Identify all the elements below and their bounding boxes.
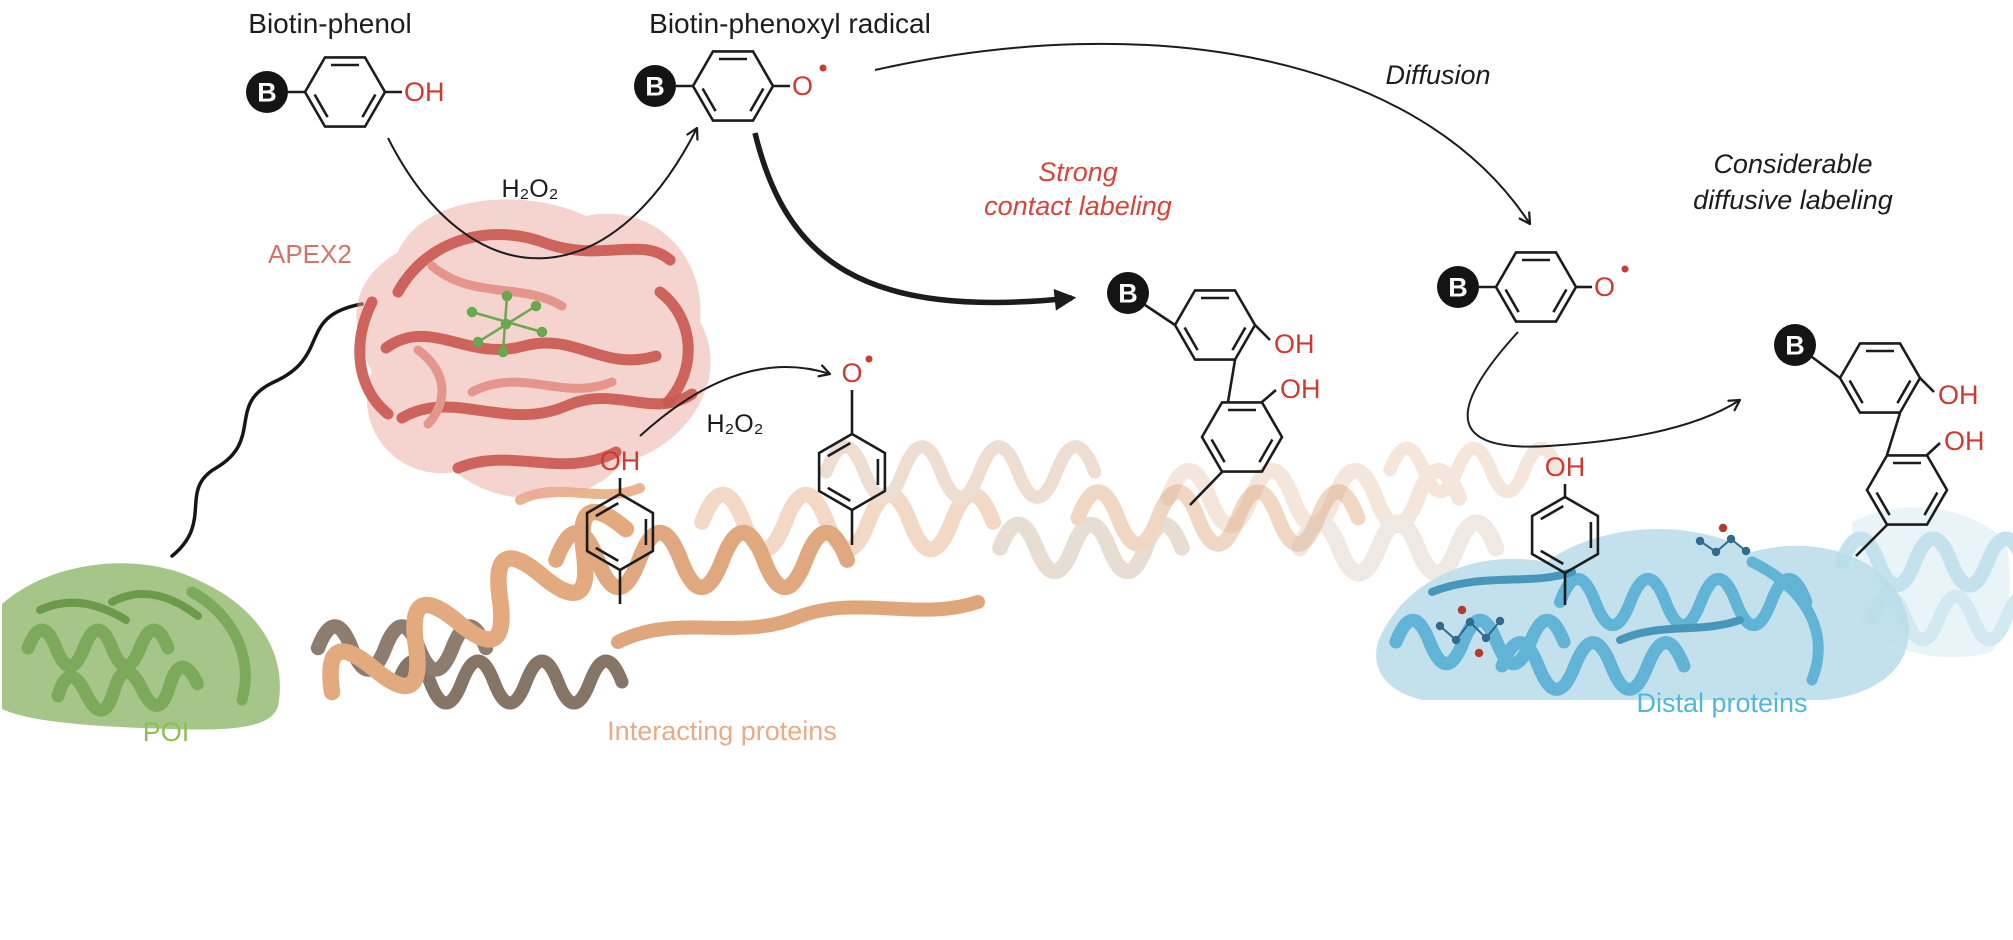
hydroxyl-label: OH bbox=[1274, 329, 1315, 359]
label-h2o2-top: H₂O₂ bbox=[502, 175, 559, 203]
helix-ribbon bbox=[611, 595, 985, 649]
bond bbox=[1919, 377, 1935, 393]
structure-tyrosine-right: OH bbox=[1530, 452, 1600, 605]
bond bbox=[1261, 389, 1277, 403]
structure-biotin-phenol: OH bbox=[246, 56, 445, 128]
label-poi: POI bbox=[143, 717, 190, 747]
hydroxyl-label: OH bbox=[404, 77, 445, 107]
helix-ribbon bbox=[413, 345, 447, 429]
benzene-ring bbox=[1200, 401, 1284, 473]
structure-distal-product: OH OH bbox=[1774, 324, 1985, 557]
benzene-ring bbox=[1173, 289, 1257, 361]
bond bbox=[1189, 471, 1223, 506]
biotin-badge bbox=[634, 65, 676, 107]
structure-tyrosyl-radical: O bbox=[817, 355, 887, 545]
bond bbox=[1144, 303, 1176, 327]
helix-ribbon bbox=[354, 296, 394, 420]
radical-dot bbox=[1621, 265, 1629, 273]
helix-ribbon bbox=[556, 533, 847, 588]
oxygen-label: O bbox=[841, 358, 862, 388]
benzene-ring bbox=[691, 50, 775, 122]
label-considerable-diffusive-line1: Considerable bbox=[1713, 149, 1872, 179]
linker-chain bbox=[170, 302, 364, 558]
radical-dot bbox=[865, 355, 873, 363]
ligand-sticks bbox=[1435, 523, 1751, 658]
helix-ribbon bbox=[1616, 616, 1744, 644]
helix-ribbon bbox=[396, 388, 698, 424]
radical-dot bbox=[819, 64, 827, 72]
label-distal-proteins: Distal proteins bbox=[1636, 688, 1807, 718]
protein-apex2 bbox=[354, 199, 711, 499]
helix-ribbon bbox=[186, 586, 251, 706]
biotin-badge bbox=[1107, 272, 1149, 314]
benzene-ring bbox=[1838, 342, 1922, 414]
helix-ribbon bbox=[467, 377, 617, 397]
label-considerable-diffusive-line2: diffusive labeling bbox=[1693, 185, 1893, 215]
bond bbox=[1226, 359, 1237, 403]
bond bbox=[1885, 412, 1902, 456]
bond bbox=[1855, 524, 1888, 557]
bond bbox=[1254, 324, 1271, 341]
helix-ribbon bbox=[1428, 568, 1576, 596]
helix-ribbon bbox=[452, 446, 622, 474]
structure-diffused-radical: O bbox=[1437, 251, 1629, 323]
hydroxyl-label: OH bbox=[1938, 380, 1979, 410]
helix-ribbon bbox=[108, 590, 202, 620]
benzene-ring bbox=[1494, 251, 1578, 323]
arrow-tyrosine-oxidation bbox=[639, 364, 832, 437]
label-strong-contact-line2: contact labeling bbox=[984, 191, 1172, 221]
structure-tyrosine-left: OH bbox=[585, 446, 655, 604]
arrow-diffusion bbox=[874, 42, 1532, 226]
arrow-diffusive-labeling bbox=[1466, 331, 1742, 448]
hydroxyl-label: OH bbox=[600, 446, 641, 476]
helix-ribbon bbox=[1746, 556, 1824, 686]
label-biotin-phenol: Biotin-phenol bbox=[248, 8, 411, 39]
label-strong-contact-line1: Strong bbox=[1038, 157, 1118, 187]
arrow-strong-contact-labeling bbox=[752, 132, 1077, 311]
label-biotin-phenoxyl-radical: Biotin-phenoxyl radical bbox=[649, 8, 931, 39]
bond bbox=[1926, 442, 1941, 456]
hydroxyl-label: OH bbox=[1545, 452, 1586, 482]
hydroxyl-label: OH bbox=[1944, 426, 1985, 456]
protein-poi bbox=[2, 563, 280, 730]
helix-ribbon bbox=[380, 330, 662, 366]
oxygen-label: O bbox=[792, 71, 813, 101]
protein-distal bbox=[1376, 523, 1909, 700]
label-diffusion: Diffusion bbox=[1385, 60, 1490, 90]
oxygen-label: O bbox=[1594, 272, 1615, 302]
structure-biotin-phenoxyl-radical: O bbox=[634, 50, 827, 122]
helix-ribbon bbox=[654, 286, 694, 408]
benzene-ring bbox=[303, 56, 387, 128]
helix-ribbon bbox=[36, 598, 130, 624]
label-apex2: APEX2 bbox=[268, 239, 352, 269]
label-interacting-proteins: Interacting proteins bbox=[607, 716, 837, 746]
biotin-badge bbox=[1437, 266, 1479, 308]
structure-contact-product: OH OH bbox=[1107, 272, 1321, 506]
label-h2o2-bottom: H₂O₂ bbox=[707, 410, 764, 438]
helix-ribbon bbox=[427, 261, 567, 311]
helix-ribbon bbox=[826, 447, 1095, 497]
protein-interacting bbox=[317, 483, 985, 720]
arrow-h2o2-oxidation bbox=[387, 126, 699, 260]
bond bbox=[1811, 355, 1841, 380]
biotin-badge bbox=[246, 71, 288, 113]
helix-ribbon bbox=[392, 228, 676, 298]
hydroxyl-label: OH bbox=[1280, 374, 1321, 404]
heme-group bbox=[466, 290, 548, 358]
biotin-badge bbox=[1774, 324, 1816, 366]
